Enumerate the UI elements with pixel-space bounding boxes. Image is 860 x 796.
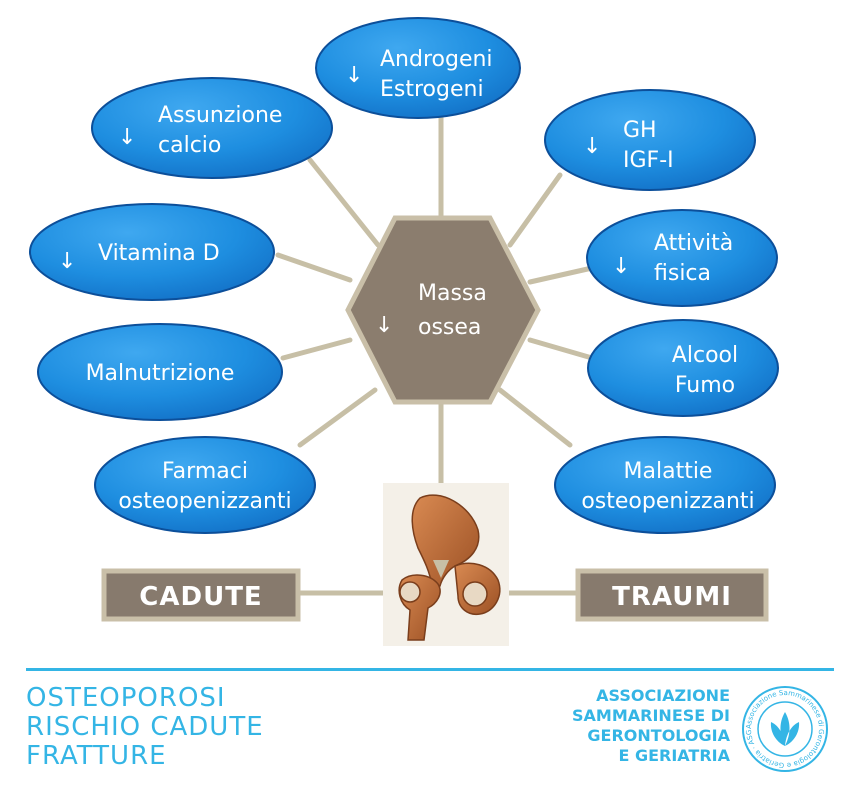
node-line-1: Alcool bbox=[672, 343, 738, 368]
center-arrow: ↓ bbox=[375, 313, 393, 338]
center-hexagon: ↓ Massa ossea bbox=[345, 215, 541, 405]
risk-factor-diagram: ↓ Androgeni Estrogeni ↓ GH IGF-I ↓ Attiv… bbox=[29, 17, 779, 646]
connector-gh bbox=[507, 172, 563, 248]
connector-farmaci bbox=[297, 387, 378, 448]
node-line-2: IGF-I bbox=[623, 148, 674, 173]
organization-seal-logo: Associazione Sammarinese di Gerontologia… bbox=[740, 684, 828, 772]
node-line-2: Estrogeni bbox=[380, 77, 484, 102]
footer-title-line-1: OSTEOPOROSI bbox=[26, 683, 226, 713]
node-line-1: Vitamina D bbox=[98, 241, 220, 266]
hip-bone-illustration bbox=[383, 483, 509, 646]
footer-title-line-2: RISCHIO CADUTE bbox=[26, 712, 264, 742]
connector-attivita bbox=[527, 265, 595, 285]
node-line-2: osteopenizzanti bbox=[118, 489, 291, 514]
node-line-2: fisica bbox=[654, 261, 711, 286]
node-farmaci-osteopenizzanti: Farmaci osteopenizzanti bbox=[94, 436, 316, 534]
org-line-2: SAMMARINESE DI bbox=[572, 706, 730, 725]
organization-name: ASSOCIAZIONE SAMMARINESE DI GERONTOLOGIA… bbox=[572, 686, 730, 766]
node-arrow: ↓ bbox=[118, 125, 136, 150]
node-attivita-fisica: ↓ Attività fisica bbox=[586, 209, 778, 307]
footer-title: OSTEOPOROSI RISCHIO CADUTE FRATTURE bbox=[26, 684, 264, 771]
node-line-1: Farmaci bbox=[162, 459, 248, 484]
flower-icon bbox=[770, 712, 800, 746]
node-line-1: Malnutrizione bbox=[86, 361, 235, 386]
org-line-3: GERONTOLOGIA bbox=[587, 726, 730, 745]
box-cadute: CADUTE bbox=[101, 568, 301, 622]
node-line-1: Attività bbox=[654, 231, 733, 256]
node-line-2: Fumo bbox=[675, 373, 735, 398]
footer-divider bbox=[26, 668, 834, 671]
node-line-1: Androgeni bbox=[380, 47, 493, 72]
box-traumi: TRAUMI bbox=[575, 568, 769, 622]
connector-malnutrizione bbox=[280, 337, 353, 361]
center-line-1: Massa bbox=[418, 281, 487, 306]
box-cadute-label: CADUTE bbox=[139, 582, 262, 612]
node-arrow: ↓ bbox=[345, 63, 363, 88]
node-malattie-osteopenizzanti: Malattie osteopenizzanti bbox=[554, 436, 776, 534]
connector-vitamina bbox=[275, 252, 353, 283]
center-line-2: ossea bbox=[418, 315, 481, 340]
node-line-2: calcio bbox=[158, 133, 221, 158]
node-line-2: osteopenizzanti bbox=[581, 489, 754, 514]
node-malnutrizione: Malnutrizione bbox=[37, 323, 283, 421]
node-arrow: ↓ bbox=[583, 134, 601, 159]
connector-alcool bbox=[527, 337, 595, 361]
node-androgeni-estrogeni: ↓ Androgeni Estrogeni bbox=[315, 17, 521, 119]
node-arrow: ↓ bbox=[58, 249, 76, 274]
org-line-4: E GERIATRIA bbox=[618, 746, 730, 765]
connector-calcio bbox=[307, 157, 381, 248]
node-assunzione-calcio: ↓ Assunzione calcio bbox=[91, 77, 333, 179]
node-gh-igf: ↓ GH IGF-I bbox=[544, 89, 756, 191]
box-traumi-label: TRAUMI bbox=[612, 582, 732, 612]
node-vitamina-d: ↓ Vitamina D bbox=[29, 203, 275, 301]
node-line-1: Assunzione bbox=[158, 103, 282, 128]
node-line-1: Malattie bbox=[624, 459, 713, 484]
node-alcool-fumo: Alcool Fumo bbox=[587, 319, 779, 417]
footer-title-line-3: FRATTURE bbox=[26, 741, 167, 771]
connector-malattie bbox=[497, 387, 573, 448]
org-line-1: ASSOCIAZIONE bbox=[596, 686, 730, 705]
node-line-1: GH bbox=[623, 118, 657, 143]
node-arrow: ↓ bbox=[612, 254, 630, 279]
